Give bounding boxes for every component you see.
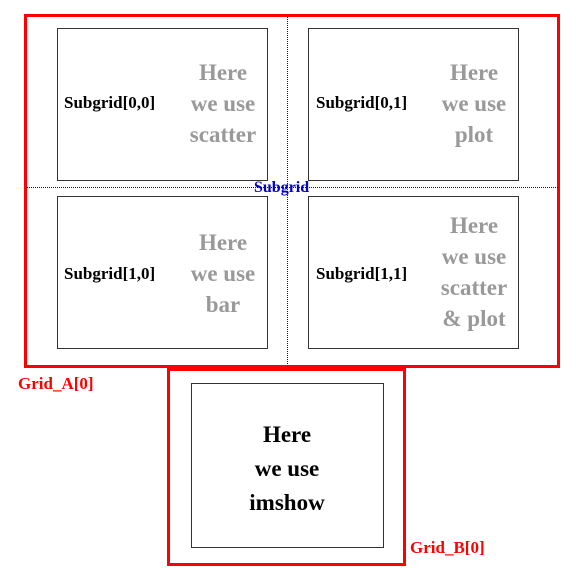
note-line: we use <box>190 91 256 116</box>
subgrid-panel-label: Subgrid[0,0] <box>64 93 156 112</box>
note-line: scatter <box>189 122 257 147</box>
subgrid-horizontal-divider <box>26 187 558 188</box>
subgrid-vertical-divider <box>287 16 288 366</box>
grid-b-label: Grid_B[0] <box>410 538 485 557</box>
panel-note: Here we use scatter <box>182 57 264 150</box>
subgrid-panel-label: Subgrid[1,1] <box>316 264 408 283</box>
subgrid-panel-1-1: Subgrid[1,1] Here we use scatter & plot <box>308 196 519 349</box>
note-line: plot <box>454 122 494 147</box>
note-line: Here <box>262 422 312 447</box>
note-line: Here <box>198 230 248 255</box>
imshow-note: Here we use imshow <box>192 418 382 520</box>
grid-a-frame <box>24 14 560 368</box>
subgrid-panel-0-1: Subgrid[0,1] Here we use plot <box>308 28 519 181</box>
note-line: we use <box>254 456 320 481</box>
note-line: Here <box>449 213 499 238</box>
subgrid-label: Subgrid <box>254 179 310 196</box>
grid-a-label: Grid_A[0] <box>18 374 94 393</box>
panel-note: Here we use scatter & plot <box>431 210 517 334</box>
note-line: Here <box>198 60 248 85</box>
note-line: & plot <box>442 306 506 331</box>
imshow-panel: Here we use imshow <box>191 383 384 548</box>
subgrid-panel-label: Subgrid[0,1] <box>316 93 408 112</box>
note-line: we use <box>441 91 507 116</box>
note-line: Here <box>449 60 499 85</box>
panel-note: Here we use plot <box>433 57 515 150</box>
subgrid-panel-1-0: Subgrid[1,0] Here we use bar <box>57 196 268 349</box>
note-line: imshow <box>249 490 325 515</box>
subgrid-panel-label: Subgrid[1,0] <box>64 264 156 283</box>
panel-note: Here we use bar <box>182 227 264 320</box>
note-line: we use <box>441 244 507 269</box>
subgrid-panel-0-0: Subgrid[0,0] Here we use scatter <box>57 28 268 181</box>
note-line: we use <box>190 261 256 286</box>
grid-b-frame <box>167 368 406 566</box>
note-line: scatter <box>440 275 508 300</box>
note-line: bar <box>205 292 241 317</box>
